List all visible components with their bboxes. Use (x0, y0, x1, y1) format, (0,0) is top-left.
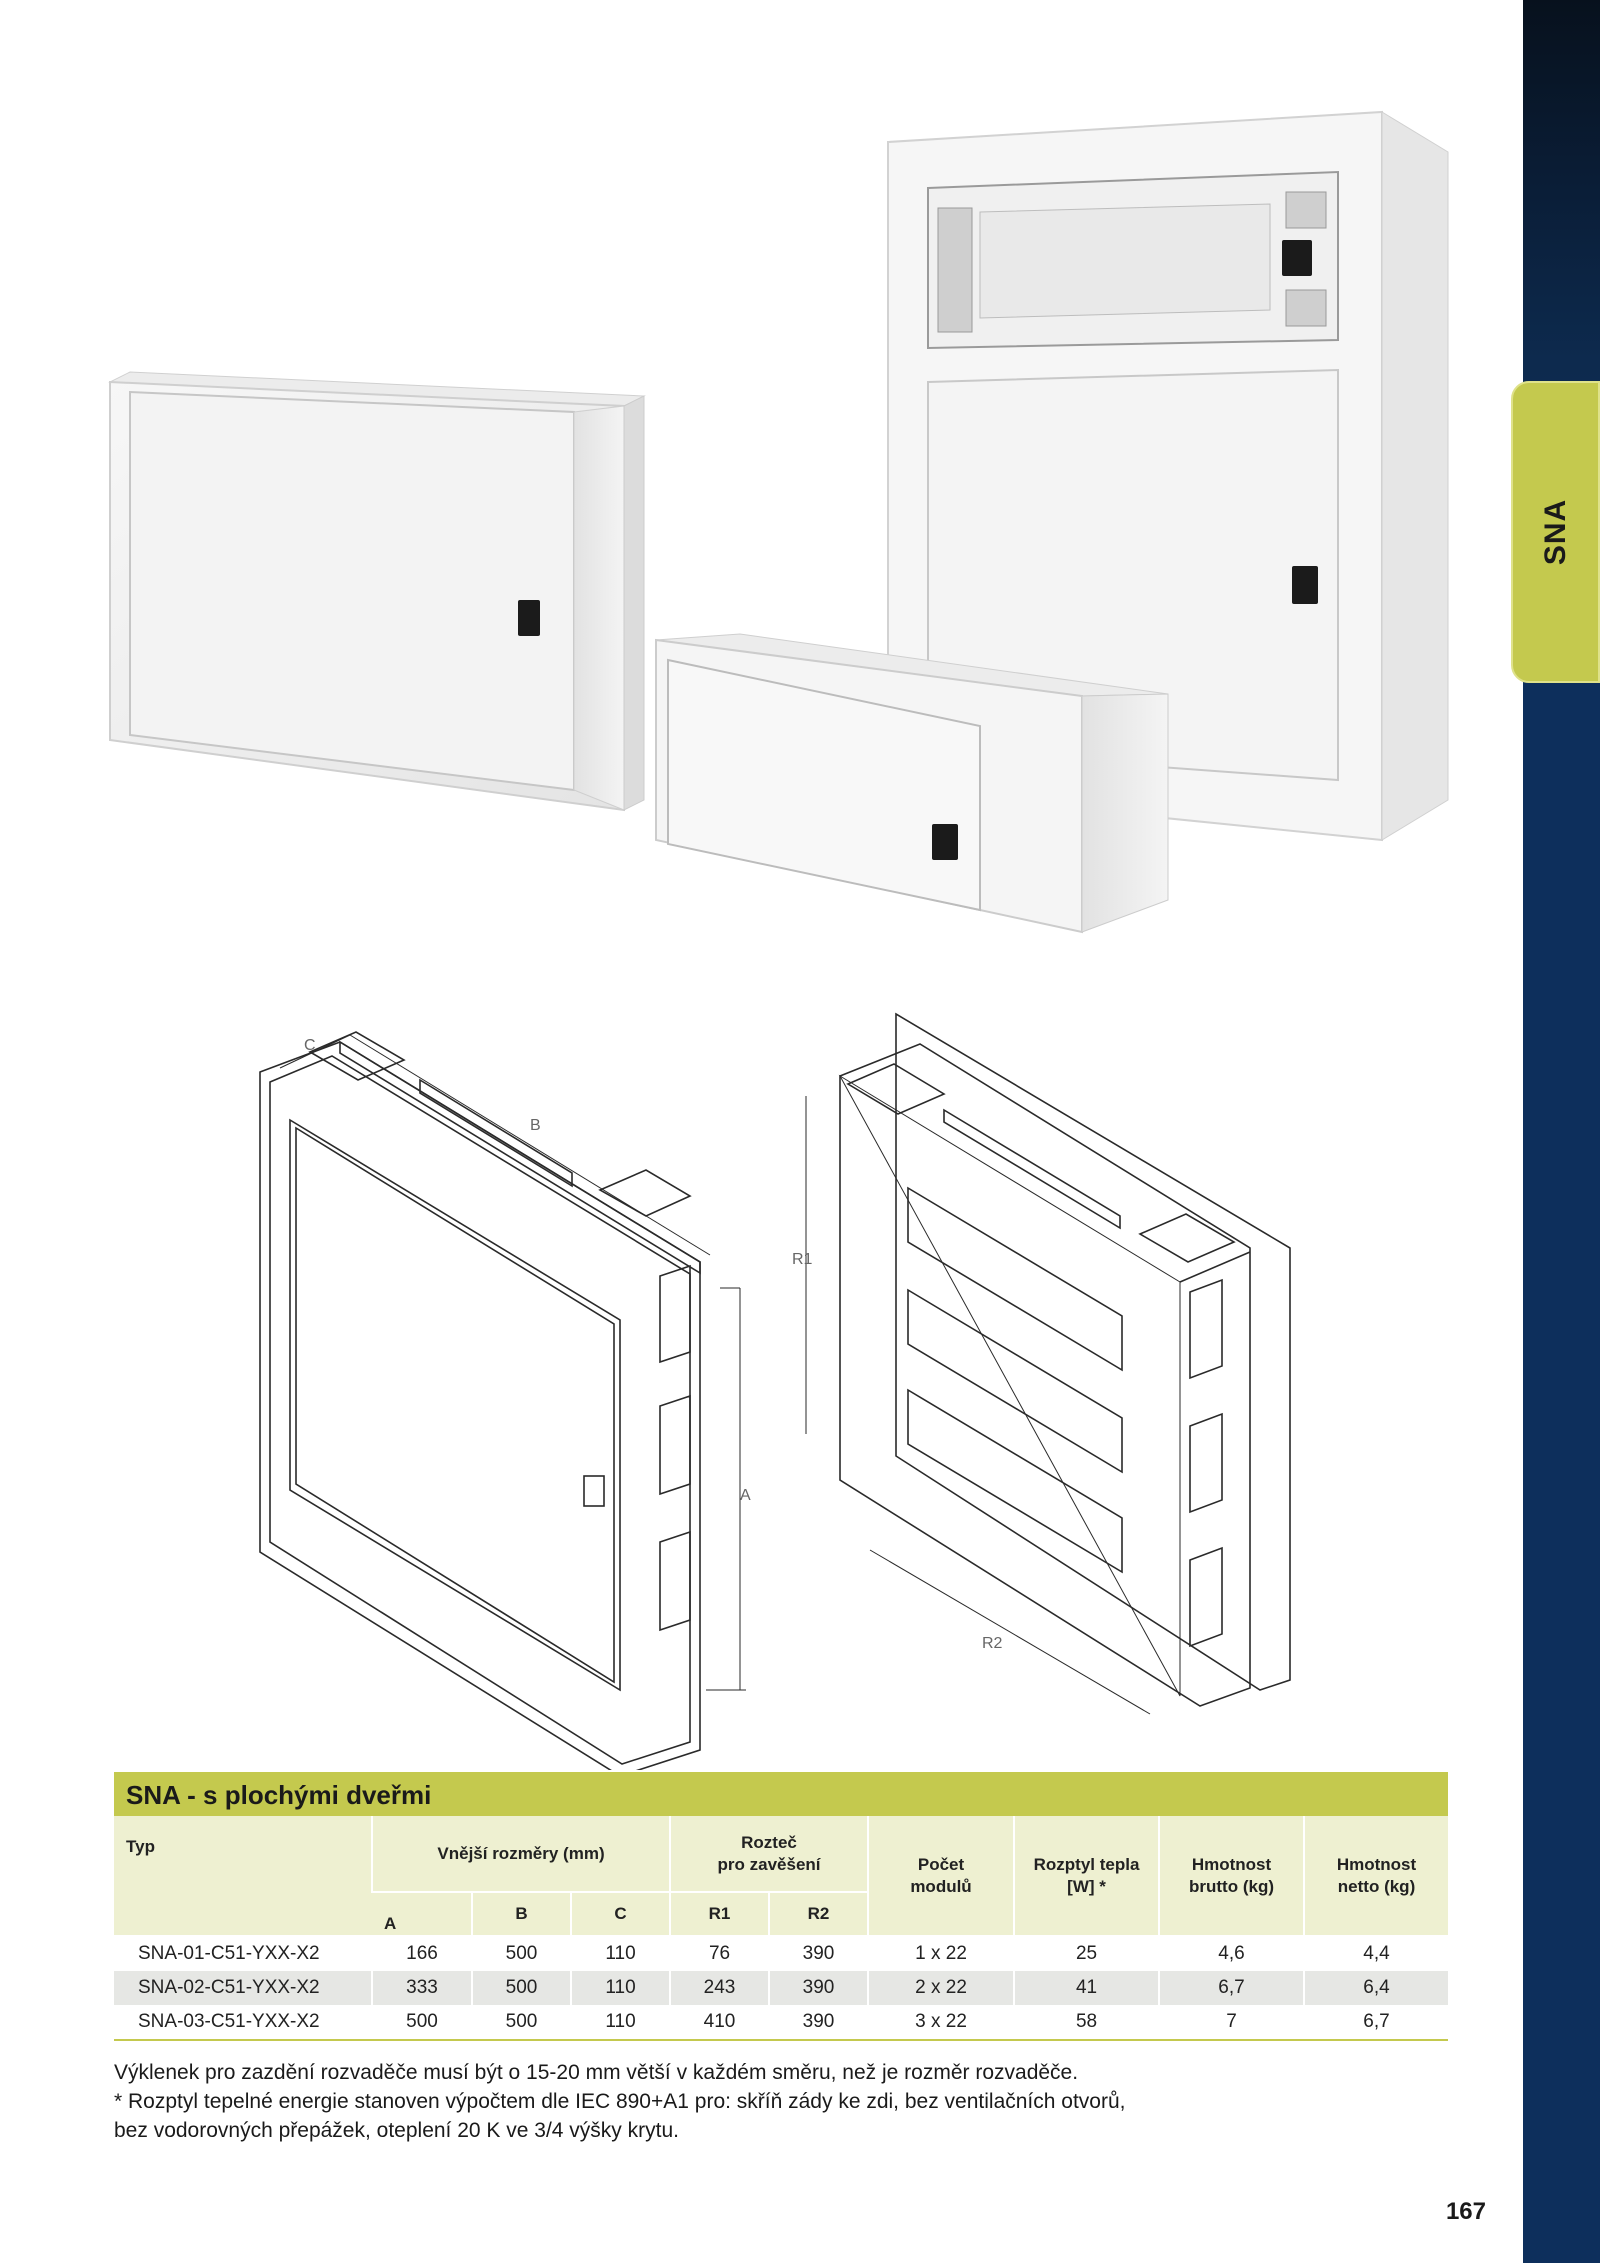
header-spacing-line2: pro zavěšení (717, 1854, 821, 1874)
header-net: Hmotnost netto (kg) (1303, 1816, 1449, 1937)
header-c: C (569, 1892, 671, 1937)
cell-heat: 41 (1013, 1971, 1160, 2005)
table-title: SNA - s plochými dveřmi (114, 1772, 1448, 1816)
header-gross: Hmotnost brutto (kg) (1158, 1816, 1305, 1937)
dimension-label-r2: R2 (982, 1635, 1003, 1652)
cell-heat: 25 (1013, 1936, 1160, 1971)
header-gross-line2: brutto (kg) (1189, 1876, 1274, 1896)
front-view-drawing (259, 1031, 746, 1770)
cell-r1: 410 (669, 2005, 770, 2041)
table-row: SNA-01-C51-YXX-X2 166 500 110 76 390 1 x… (114, 1936, 1449, 1971)
table-row: SNA-03-C51-YXX-X2 500 500 110 410 390 3 … (114, 2005, 1449, 2041)
header-heat-line1: Rozptyl tepla (1033, 1854, 1140, 1874)
cell-net: 4,4 (1303, 1936, 1449, 1971)
cell-b: 500 (471, 1936, 571, 1971)
dimension-label-b: B (530, 1117, 541, 1134)
header-r1: R1 (669, 1892, 770, 1937)
header-spacing-line1: Rozteč (741, 1832, 797, 1852)
header-typ: Typ (114, 1816, 372, 1937)
cell-typ: SNA-02-C51-YXX-X2 (114, 1971, 372, 2005)
header-modules-line1: Počet (917, 1854, 965, 1874)
header-gross-line1: Hmotnost (1191, 1854, 1272, 1874)
footnotes: Výklenek pro zazdění rozvaděče musí být … (114, 2058, 1434, 2145)
header-spacing: Rozteč pro zavěšení (669, 1816, 869, 1893)
cell-net: 6,4 (1303, 1971, 1449, 2005)
cell-modules: 1 x 22 (867, 1936, 1015, 1971)
page-number: 167 (1445, 2198, 1486, 2225)
cell-c: 110 (569, 2005, 671, 2041)
note-line-1: Výklenek pro zazdění rozvaděče musí být … (114, 2061, 1079, 2084)
dimension-label-r1: R1 (792, 1251, 813, 1268)
cell-net: 6,7 (1303, 2005, 1449, 2041)
cell-b: 500 (471, 2005, 571, 2041)
header-b: B (471, 1892, 571, 1937)
cell-c: 110 (569, 1971, 671, 2005)
cabinet-photo-left (108, 371, 646, 812)
header-outer-dims: Vnější rozměry (mm) (370, 1816, 671, 1893)
specs-table-section: SNA - s plochými dveřmi Typ Vnější rozmě… (114, 1772, 1449, 2041)
header-net-line1: Hmotnost (1336, 1854, 1417, 1874)
cell-gross: 6,7 (1158, 1971, 1305, 2005)
section-tab-label: SNA (1538, 498, 1572, 566)
technical-drawings: C B A R1 R2 (259, 1012, 1291, 1770)
note-line-3: bez vodorovných přepážek, oteplení 20 K … (114, 2119, 679, 2142)
cell-modules: 3 x 22 (867, 2005, 1015, 2041)
rear-view-drawing (805, 1012, 1291, 1715)
header-heat: Rozptyl tepla [W] * (1013, 1816, 1160, 1937)
header-r2: R2 (768, 1892, 869, 1937)
cell-r2: 390 (768, 2005, 869, 2041)
note-line-2: * Rozptyl tepelné energie stanoven výpoč… (114, 2090, 1126, 2113)
cell-modules: 2 x 22 (867, 1971, 1015, 2005)
cell-gross: 4,6 (1158, 1936, 1305, 1971)
cell-gross: 7 (1158, 2005, 1305, 2041)
cell-b: 500 (471, 1971, 571, 2005)
header-modules-line2: modulů (910, 1876, 972, 1896)
cell-a: 500 (371, 2005, 472, 2041)
cell-a: 166 (371, 1936, 472, 1971)
cell-typ: SNA-03-C51-YXX-X2 (114, 2005, 372, 2041)
cell-r1: 76 (669, 1936, 770, 1971)
header-a: A (372, 1892, 472, 1937)
cabinet-photo-right (887, 110, 1449, 842)
dimension-label-a: A (740, 1487, 751, 1504)
product-photos (108, 110, 1449, 934)
table-row: SNA-02-C51-YXX-X2 333 500 110 243 390 2 … (114, 1971, 1449, 2005)
section-tab[interactable]: SNA (1511, 381, 1600, 683)
cell-c: 110 (569, 1936, 671, 1971)
header-net-line2: netto (kg) (1337, 1876, 1416, 1896)
cell-r2: 390 (768, 1971, 869, 2005)
header-modules: Počet modulů (867, 1816, 1015, 1937)
specs-table: Typ Vnější rozměry (mm) Rozteč pro zavěš… (114, 1816, 1449, 2041)
cell-a: 333 (371, 1971, 472, 2005)
cabinet-photo-front (655, 633, 1169, 934)
dimension-label-c: C (304, 1037, 316, 1054)
cell-typ: SNA-01-C51-YXX-X2 (138, 1943, 320, 1964)
cell-heat: 58 (1013, 2005, 1160, 2041)
header-heat-line2: [W] * (1067, 1876, 1106, 1896)
cell-r1: 243 (669, 1971, 770, 2005)
right-sidebar (1523, 0, 1600, 2263)
cell-r2: 390 (768, 1936, 869, 1971)
